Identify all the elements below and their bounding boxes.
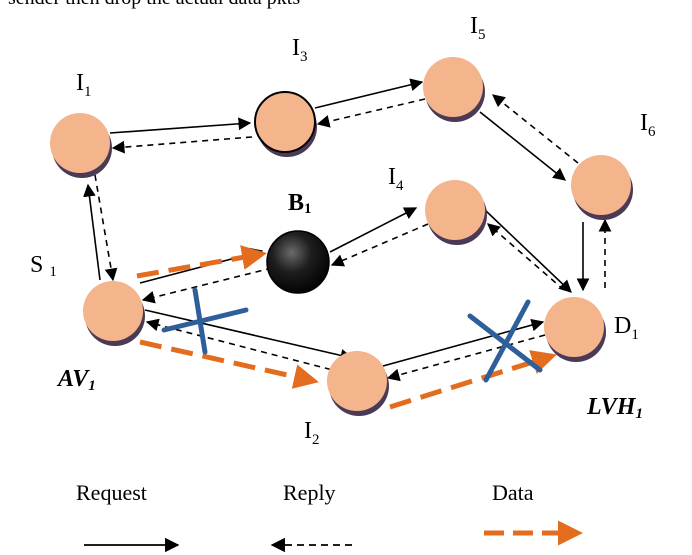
label-av1: AV1 [56,366,96,394]
legend-request-label: Request [76,480,147,505]
node-i2 [327,351,389,416]
label-i4: I4 [388,164,404,194]
drop-cross-right [467,299,543,383]
label-d1: D1 [614,313,639,343]
node-i4 [425,180,487,245]
reply-arrow-i3-i1 [111,136,253,154]
data-arrow-i2-d1 [389,350,557,410]
node-s1 [83,281,145,346]
reply-arrow-i1-s1 [94,174,118,282]
node-i1 [50,113,112,178]
request-arrow-s1-i1 [83,183,101,281]
drop-cross-left [161,287,249,355]
label-b1: B1 [288,190,312,217]
reply-arrow-b1-s1 [141,267,273,304]
data-arrow-s1-i2 [139,339,319,389]
request-arrow-i1-i3 [109,117,252,134]
node-b1-malicious [266,230,330,294]
legend-data-label: Data [492,480,534,505]
reply-arrows [94,94,612,382]
data-arrow-s1-b1 [136,245,267,279]
reply-arrow-i6-i5 [492,94,579,164]
label-i5: I5 [470,13,486,43]
legend: Request Reply Data [76,480,583,553]
node-d1 [544,297,606,362]
label-i2: I2 [304,418,320,448]
node-i5 [423,57,485,122]
data-arrows [136,245,557,410]
reply-arrow-i5-i3 [316,98,426,128]
reply-arrow-d1-i4 [487,223,565,291]
reply-arrow-d1-i2 [386,334,546,382]
legend-reply-label: Reply [283,480,336,505]
node-i3 [254,91,317,157]
label-i6: I6 [640,110,656,140]
label-i1: I1 [76,70,92,100]
request-arrow-b1-i4 [329,207,418,253]
node-i6 [571,155,633,220]
request-arrow-i4-d1 [484,209,572,293]
label-i3: I3 [292,35,308,65]
label-lvh1: LVH1 [586,394,643,422]
request-arrow-i2-d1 [382,318,545,367]
top-caption: sender then drop the actual data pkts [8,0,300,9]
request-arrow-s1-i2 [144,309,354,362]
request-arrow-i3-i5 [314,78,424,109]
request-arrow-i5-i6 [479,111,566,181]
request-arrows [83,78,590,367]
